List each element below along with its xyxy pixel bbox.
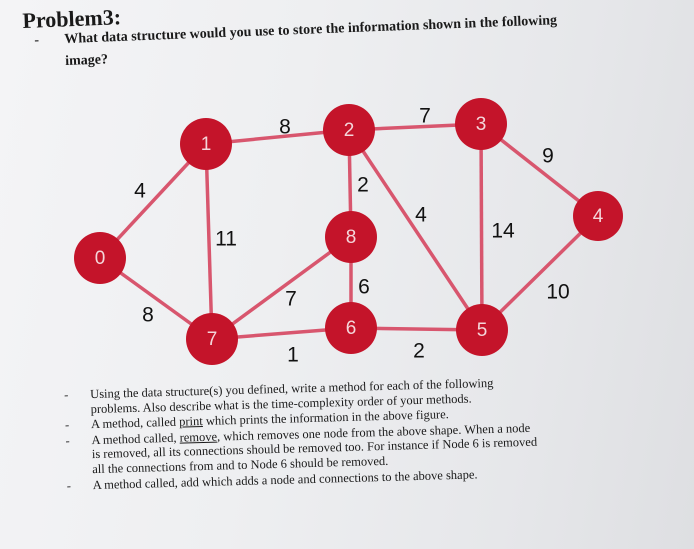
edge-weight-6-5: 2 [413,340,425,363]
node-circle-2 [323,104,375,156]
node-6: 6 [325,302,377,354]
node-label-4: 4 [593,206,604,227]
edge-1-7 [204,143,214,340]
edge-weight-4-5: 10 [546,281,569,304]
node-label-8: 8 [346,227,357,248]
node-circle-4 [573,191,623,241]
node-label-0: 0 [95,248,106,269]
edge-weight-3-5: 14 [491,220,515,243]
edge-3-5 [479,123,484,331]
node-2: 2 [323,104,375,156]
edge-weight-2-3: 7 [419,105,431,128]
edge-weight-2-8: 2 [357,174,369,197]
edge-weight-2-5: 4 [415,204,427,227]
node-label-5: 5 [477,320,488,341]
edge-weight-1-7: 11 [215,228,237,251]
node-7: 7 [186,313,238,365]
graph-nodes: 0 1 2 3 4 5 6 7 8 [74,98,623,365]
task-list: - Using the data structure(s) you define… [60,373,603,494]
edge-2-5 [347,129,484,331]
edge-weight-7-6: 1 [287,344,299,367]
node-label-7: 7 [207,329,218,350]
node-1: 1 [180,118,232,170]
node-circle-1 [180,118,232,170]
node-4: 4 [573,191,623,241]
edge-8-7 [210,235,353,341]
node-circle-3 [455,98,507,150]
node-0: 0 [74,232,126,284]
node-label-3: 3 [476,114,487,135]
node-5: 5 [456,304,508,356]
node-circle-6 [325,302,377,354]
edge-weight-1-2: 8 [279,116,291,139]
node-label-6: 6 [346,318,357,339]
edge-weight-3-4: 9 [542,145,554,168]
node-circle-7 [186,313,238,365]
node-circle-0 [74,232,126,284]
remove-method-name: remove [179,429,218,445]
edge-weight-0-1: 4 [134,180,146,203]
node-8: 8 [325,211,377,263]
graph-edge-weights: 4 8 8 11 7 2 4 9 14 10 7 6 1 2 [134,105,570,367]
edge-weight-0-7: 8 [142,304,154,327]
edge-weight-8-6: 6 [358,276,370,299]
node-circle-5 [456,304,508,356]
node-circle-8 [325,211,377,263]
edge-weight-8-7: 7 [285,288,297,311]
print-method-name: print [178,414,203,429]
node-label-2: 2 [344,120,355,141]
node-label-1: 1 [201,134,212,155]
node-3: 3 [455,98,507,150]
edge-4-5 [480,214,600,332]
